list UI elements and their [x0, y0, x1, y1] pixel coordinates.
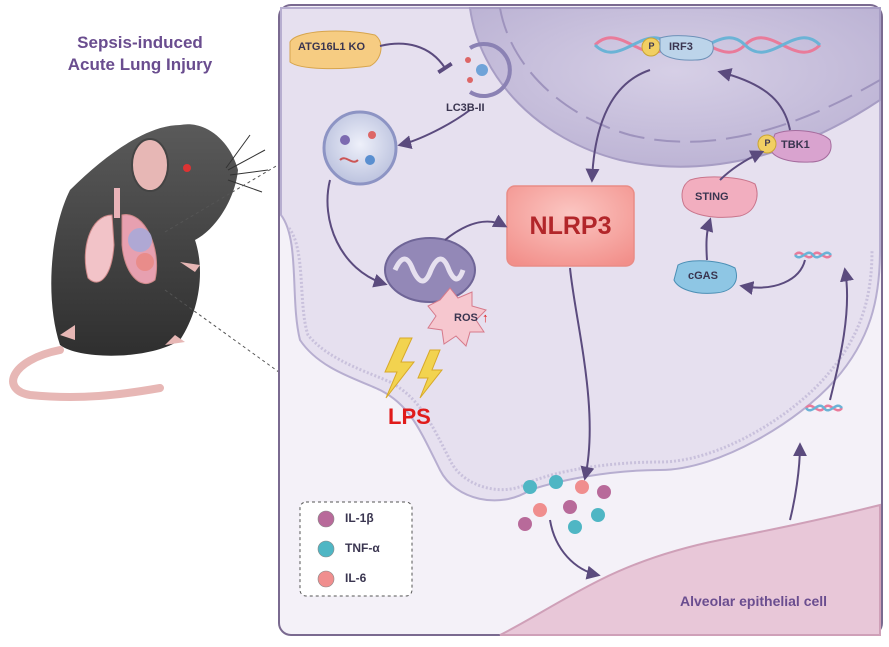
vesicle-icon: [322, 110, 398, 186]
arrow-lc3b-to-vesicle: [397, 109, 471, 150]
lightning-icon: [384, 337, 416, 399]
phospho-tbk1-icon: [757, 134, 777, 154]
legend-swatch: [317, 570, 335, 588]
legend-label-il1b: IL-1β: [345, 511, 374, 525]
figure-title: Sepsis-induced Acute Lung Injury: [40, 32, 240, 76]
legend-swatch: [317, 510, 335, 528]
lungs-icon: [84, 188, 157, 285]
legend-swatch: [317, 540, 335, 558]
mouse-illustration: [9, 124, 269, 401]
mouse-paw: [180, 262, 200, 272]
arrow-dna-to-cgas: [739, 259, 806, 295]
arrow-mito-to-nlrp3: [444, 214, 508, 241]
mouse-eye: [183, 164, 191, 172]
arrow-vesicle-to-mito: [326, 179, 388, 288]
label-irf3: IRF3: [669, 41, 693, 53]
irf3-shape: [659, 35, 714, 61]
arrow-irf3-to-nlrp3: [585, 69, 651, 183]
mouse-ear: [131, 138, 169, 192]
label-atg16l1-ko: ATG16L1 KO: [298, 41, 366, 53]
label-lps: LPS: [388, 404, 431, 429]
tbk1-shape: [769, 130, 832, 163]
label-sting: STING: [695, 191, 729, 203]
label-alveolar-epithelial-cell: Alveolar epithelial cell: [680, 593, 828, 609]
mouse-foot: [60, 325, 75, 340]
arrow-tbk1-to-irf3: [717, 68, 791, 131]
title-line-2: Acute Lung Injury: [67, 55, 213, 74]
sting-shape: [681, 176, 758, 218]
mouse-foot: [165, 335, 185, 345]
arrow-cytokines-to-epithelium: [549, 519, 601, 580]
cell-membrane: [287, 227, 874, 492]
arrow-cgas-to-sting: [699, 217, 714, 261]
zoom-line-top: [164, 161, 284, 233]
arrow-atg-to-lc3b: [379, 42, 453, 75]
label-phospho-tbk1: P: [764, 138, 771, 148]
lightning-icon: [417, 349, 444, 399]
cytokine-cluster: [518, 475, 611, 534]
legend-label-il6: IL-6: [345, 571, 367, 585]
alveolar-epithelium: [499, 503, 881, 636]
label-ros-increase: ↑: [482, 310, 489, 325]
label-nlrp3: NLRP3: [529, 211, 612, 240]
arrow-sting-to-tbk1: [719, 150, 765, 181]
label-tbk1: TBK1: [781, 139, 810, 151]
nuclear-envelope: [499, 7, 881, 143]
ros-burst-icon: [427, 287, 487, 347]
arrow-epithelial-dna: [789, 442, 807, 521]
title-line-1: Sepsis-induced: [77, 33, 203, 52]
mouse-tail: [9, 346, 164, 401]
label-lc3b-ii: LC3B-II: [446, 102, 485, 114]
autophagosome-icon: [465, 42, 512, 98]
mouse-whiskers: [225, 134, 269, 193]
label-cgas: cGAS: [688, 270, 718, 282]
arrow-dna-release: [829, 267, 854, 401]
atg16l1-ko-shape: [289, 30, 382, 70]
arrow-nlrp3-to-cytokines: [569, 267, 595, 481]
label-phospho-irf3: P: [648, 41, 655, 51]
label-ros: ROS: [454, 312, 478, 324]
legend-label-tnfa: TNF-α: [345, 541, 380, 555]
mitochondrion-icon: [384, 237, 476, 303]
zoom-line-bottom: [164, 289, 284, 376]
legend-swatches: [317, 510, 335, 588]
cgas-shape: [673, 260, 737, 294]
pathway-arrows: [326, 42, 854, 580]
